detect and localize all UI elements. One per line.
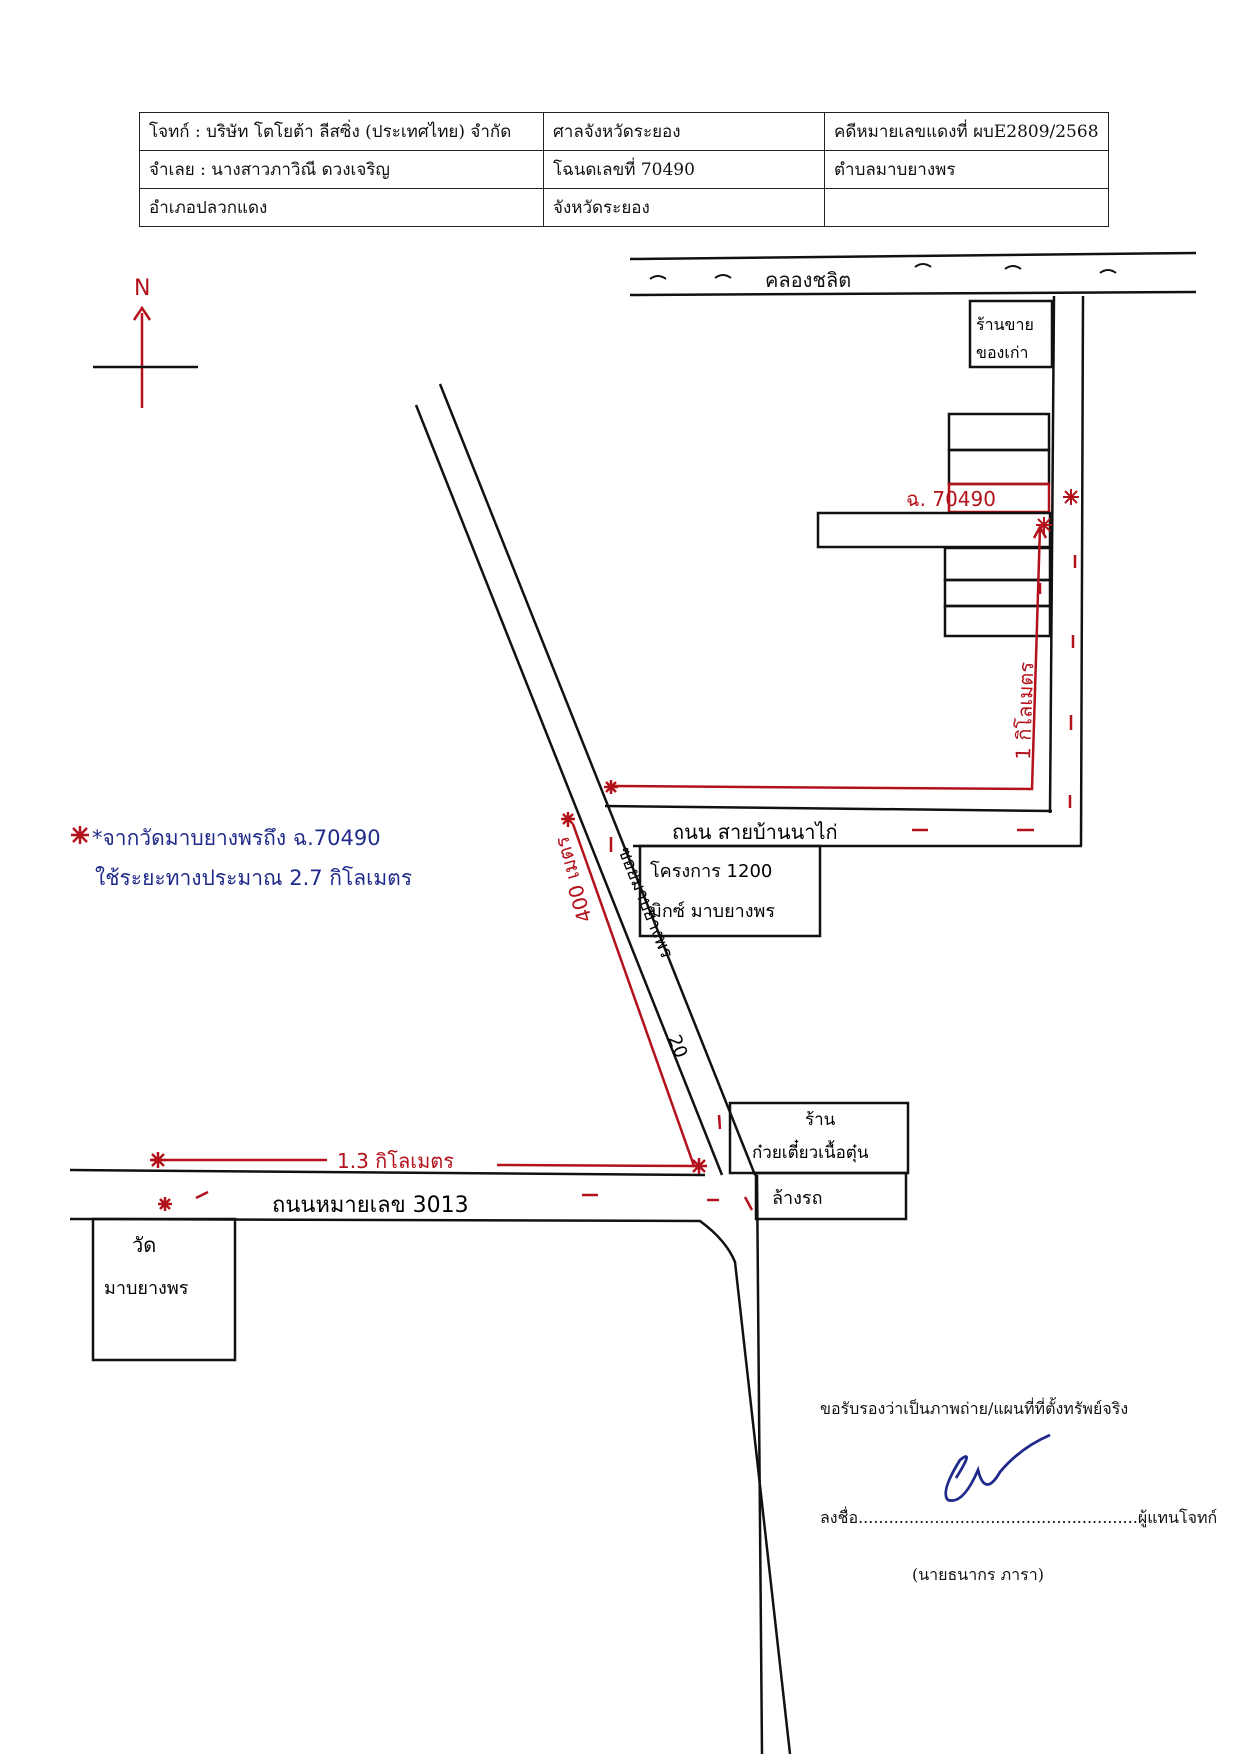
temple-label-2: มาบยางพร (104, 1278, 189, 1299)
road-3013 (69, 1168, 792, 1754)
road-stub (816, 511, 1052, 549)
header-row-3: อำเภอปลวกแดง จังหวัดระยอง (139, 188, 1109, 227)
note-line-1: *จากวัดมาบยางพรถึง ฉ.70490 (92, 826, 381, 850)
distance-1-3km-label: 1.3 กิโลเมตร (337, 1149, 454, 1173)
factory-label-2: มิกซ์ มาบยางพร (650, 901, 775, 922)
court-cell: ศาลจังหวัดระยอง (543, 112, 825, 151)
buildings-upper (947, 412, 1051, 486)
canal-label: คลองชลิต (765, 268, 851, 292)
north-arrow-icon: N (93, 276, 198, 408)
distance-400m-label: 400 เมตร (549, 834, 596, 926)
empty-cell (824, 188, 1109, 227)
dashes-soi (609, 837, 722, 1130)
route-1-3km (150, 1152, 707, 1211)
shop-top-label: ร้านขาย (976, 315, 1034, 334)
signature-icon (944, 1433, 1051, 1503)
noodle-shop-label-1: ร้าน (805, 1110, 836, 1130)
note-asterisk-icon (71, 826, 89, 844)
car-wash-label: ล้างรถ (772, 1188, 823, 1209)
header-row-2: จำเลย : นางสาวภาวิณี ดวงเจริญ โฉนดเลขที่… (139, 150, 1109, 189)
deed-no-cell: โฉนดเลขที่ 70490 (543, 150, 825, 189)
header-row-1: โจทก์ : บริษัท โตโยต้า ลีสซิ่ง (ประเทศไท… (139, 112, 1109, 151)
route-1km (604, 524, 1048, 794)
subdistrict-cell: ตำบลมาบยางพร (824, 150, 1109, 189)
district-cell: อำเภอปลวกแดง (139, 188, 544, 227)
certification-statement: ขอรับรองว่าเป็นภาพถ่าย/แผนที่ที่ตั้งทรัพ… (820, 1399, 1129, 1418)
north-label: N (134, 276, 150, 301)
plaintiff-cell: โจทก์ : บริษัท โตโยต้า ลีสซิ่ง (ประเทศไท… (139, 112, 544, 151)
dashes-right (1038, 555, 1077, 808)
distance-1km-label: 1 กิโลเมตร (1011, 661, 1038, 760)
shop-top-box (968, 299, 1054, 369)
signer-name: (นายธนากร ภารา) (912, 1565, 1044, 1584)
dashes-3013 (195, 1190, 754, 1211)
road-3013-label: ถนนหมายเลข 3013 (272, 1193, 469, 1218)
temple-box (91, 1217, 237, 1362)
header-table: โจทก์ : บริษัท โตโยต้า ลีสซิ่ง (ประเทศไท… (139, 112, 1109, 227)
province-cell: จังหวัดระยอง (543, 188, 825, 227)
marker-parcel-icon (1036, 489, 1079, 533)
noodle-shop-label-2: ก๋วยเตี๋ยวเนื้อตุ๋น (752, 1139, 869, 1163)
road-ban-na-kai-label: ถนน สายบ้านนาไก่ (672, 820, 838, 844)
factory-box (638, 844, 822, 938)
road-soi-diagonal (414, 383, 757, 1176)
factory-label-1: โครงการ 1200 (650, 860, 772, 882)
note-line-2: ใช้ระยะทางประมาณ 2.7 กิโลเมตร (95, 866, 412, 890)
route-400m (561, 812, 696, 1167)
shop-top-label-2: ของเก่า (976, 343, 1029, 362)
signature-line: ลงชื่อ..................................… (820, 1508, 1218, 1527)
buildings-lower (943, 546, 1052, 638)
defendant-cell: จำเลย : นางสาวภาวิณี ดวงเจริญ (139, 150, 544, 189)
canal: คลองชลิต (629, 251, 1197, 297)
parcel-label: ฉ. 70490 (906, 487, 996, 511)
road-right (1048, 295, 1085, 847)
temple-label-1: วัด (132, 1233, 156, 1257)
